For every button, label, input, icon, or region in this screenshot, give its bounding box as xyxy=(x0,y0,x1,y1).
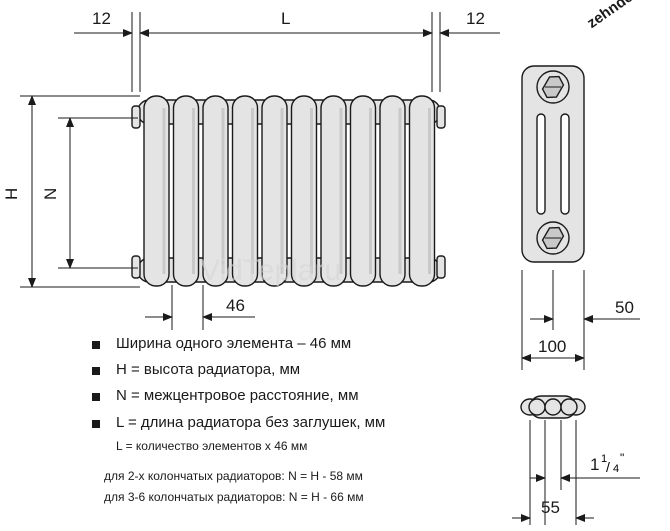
dim-center-distance: N xyxy=(41,188,60,200)
dim-side-depth-half: 50 xyxy=(615,298,634,317)
svg-text:/: / xyxy=(606,459,610,475)
dim-left-margin: 12 xyxy=(92,9,111,28)
legend-item-length: L = длина радиатора без заглушек, мм xyxy=(116,414,386,431)
dim-element-width: 46 xyxy=(226,296,245,315)
legend-item-height: H = высота радиатора, мм xyxy=(116,361,301,378)
bullet-icon xyxy=(92,393,100,401)
side-view xyxy=(521,65,585,263)
left-top-cap xyxy=(131,105,141,129)
dim-side-depth: 100 xyxy=(538,337,566,356)
right-bottom-cap xyxy=(436,255,446,279)
dim-thread-num: 1 xyxy=(601,453,607,465)
bullet-icon xyxy=(92,420,100,428)
dim-height: H xyxy=(2,188,21,200)
note-two-column: для 2-х колончатых радиаторов: N = H - 5… xyxy=(104,469,363,483)
right-top-cap xyxy=(436,105,446,129)
dim-thread-inch: " xyxy=(620,451,624,465)
legend-item-length-formula: L = количество элементов x 46 мм xyxy=(116,439,308,453)
top-dimensions xyxy=(512,420,640,525)
dim-thread-den: 4 xyxy=(613,463,619,475)
radiator-sections xyxy=(143,95,436,287)
front-view xyxy=(131,95,446,287)
legend-item-width: Ширина одного элемента – 46 мм xyxy=(116,335,352,352)
dim-top-width: 55 xyxy=(541,498,560,517)
watermark: VidTeplaru xyxy=(200,254,341,287)
side-dimensions xyxy=(521,270,640,370)
dim-right-margin: 12 xyxy=(466,9,485,28)
bullet-icon xyxy=(92,341,100,349)
legend-item-center: N = межцентровое расстояние, мм xyxy=(116,387,359,404)
note-three-six-column: для 3-6 колончатых радиаторов: N = H - 6… xyxy=(104,490,364,504)
dim-length: L xyxy=(281,9,290,28)
top-view xyxy=(520,395,586,419)
left-bottom-cap xyxy=(131,255,141,279)
dim-thread-whole: 1 xyxy=(590,455,599,474)
front-dimensions xyxy=(20,12,500,330)
bullet-icon xyxy=(92,367,100,375)
